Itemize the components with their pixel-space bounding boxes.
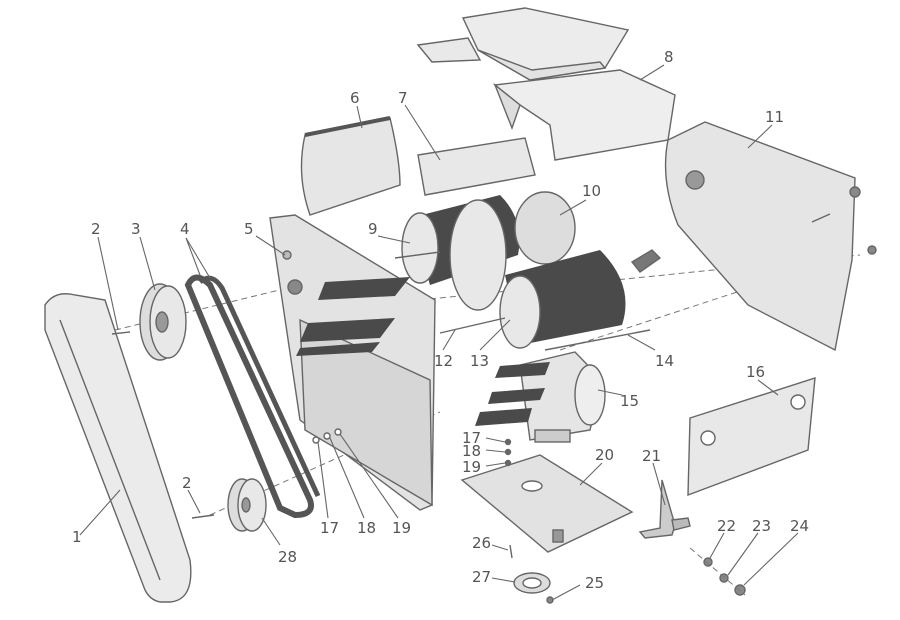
label-part-10: 10 — [582, 182, 601, 200]
label-part-27: 27 — [472, 568, 491, 586]
label-part-1: 1 — [72, 528, 82, 546]
label-part-8: 8 — [664, 48, 674, 66]
label-part-25: 25 — [585, 574, 604, 592]
label-part-11: 11 — [765, 108, 784, 126]
lower-pulley-part — [227, 478, 267, 532]
label-part-13: 13 — [470, 352, 489, 370]
label-part-4: 4 — [180, 220, 190, 238]
label-part-19: 19 — [392, 519, 411, 537]
label-part-19-small: 19 — [462, 458, 481, 476]
label-part-9: 9 — [368, 220, 378, 238]
label-part-22: 22 — [717, 517, 736, 535]
watermark-logo — [296, 277, 550, 426]
label-part-3: 3 — [131, 220, 141, 238]
label-part-21: 21 — [642, 447, 661, 465]
flat-plate-part — [417, 137, 536, 196]
hopper-part — [416, 7, 676, 161]
curved-cover-part — [300, 116, 401, 216]
drum-parts — [394, 191, 662, 349]
label-part-18-small: 18 — [462, 442, 481, 460]
label-part-14: 14 — [655, 352, 674, 370]
label-part-23: 23 — [752, 517, 771, 535]
label-part-26: 26 — [472, 534, 491, 552]
upper-pulley-part — [139, 283, 187, 361]
label-part-5: 5 — [244, 220, 254, 238]
label-part-18: 18 — [357, 519, 376, 537]
rect-plate-part — [687, 377, 816, 497]
bottom-small-parts — [509, 544, 554, 604]
label-part-17-small: 17 — [462, 429, 481, 447]
label-part-2-lower: 2 — [182, 474, 192, 492]
belt-guard-part — [44, 293, 192, 603]
label-part-24: 24 — [790, 517, 809, 535]
label-part-17: 17 — [320, 519, 339, 537]
label-part-20: 20 — [595, 446, 614, 464]
label-part-16: 16 — [746, 363, 765, 381]
label-part-7: 7 — [398, 89, 408, 107]
lever-part — [638, 479, 691, 539]
label-part-28: 28 — [278, 548, 297, 566]
label-part-12: 12 — [434, 352, 453, 370]
base-plate-part — [460, 454, 634, 553]
v-belt-part — [184, 274, 321, 519]
label-part-15: 15 — [620, 392, 639, 410]
right-panel-part — [664, 121, 877, 352]
label-part-2-upper: 2 — [91, 220, 101, 238]
washer-parts — [312, 428, 512, 467]
shaft-part — [544, 329, 651, 351]
label-part-6: 6 — [350, 89, 360, 107]
fastener-parts — [689, 547, 746, 596]
leader-lines — [79, 64, 799, 601]
part-number-labels: 1 2 2 3 4 5 6 7 8 9 10 11 12 13 14 15 16… — [72, 48, 809, 592]
pin-parts — [111, 331, 215, 519]
